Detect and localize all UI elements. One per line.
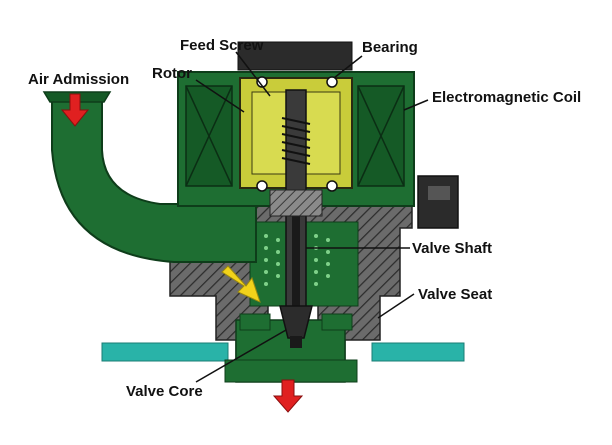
valve-core-tip xyxy=(290,336,302,348)
label-valve-seat: Valve Seat xyxy=(418,286,492,303)
right-mount-plate xyxy=(371,342,465,362)
bearing-bottom-left xyxy=(256,180,268,192)
leader-bearing xyxy=(333,55,363,79)
label-bearing: Bearing xyxy=(362,39,418,56)
feed-screw-threads xyxy=(281,117,311,165)
air-admission-pipe xyxy=(51,97,257,263)
valve-seat-right xyxy=(321,313,353,331)
label-electromagnetic-coil: Electromagnetic Coil xyxy=(432,89,581,106)
left-mount-plate xyxy=(101,342,229,362)
top-cap xyxy=(237,41,353,71)
bearing-bottom-right xyxy=(326,180,338,192)
shaft-bushing xyxy=(269,189,323,217)
spring xyxy=(264,234,330,286)
outlet-bottom-lip xyxy=(224,359,358,383)
leader-rotor xyxy=(195,79,245,113)
label-valve-shaft: Valve Shaft xyxy=(412,240,492,257)
valve-core xyxy=(279,305,313,339)
outlet-arrow-red xyxy=(272,379,304,413)
bearing-top-right xyxy=(326,76,338,88)
leader-valve-seat xyxy=(377,293,415,319)
label-valve-core: Valve Core xyxy=(126,383,203,400)
bearing-top-left xyxy=(256,76,268,88)
label-rotor: Rotor xyxy=(152,65,192,82)
valve-seat-left xyxy=(239,313,271,331)
shaft-core xyxy=(292,200,300,310)
leader-feed-screw xyxy=(235,51,271,97)
leader-valve-core xyxy=(195,329,287,383)
inlet-arrow-red xyxy=(60,93,90,127)
leader-coil xyxy=(403,99,429,111)
label-feed-screw: Feed Screw xyxy=(180,37,264,54)
connector xyxy=(417,175,459,229)
label-air-admission: Air Admission xyxy=(28,71,129,88)
flow-arrow-yellow xyxy=(221,265,261,303)
